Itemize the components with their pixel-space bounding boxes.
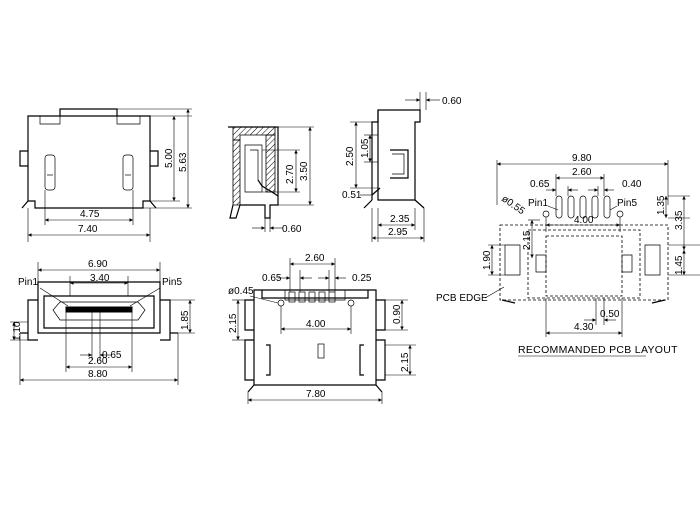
dim-7-80: 7.80 — [306, 389, 326, 400]
pcb-dim-0-40: 0.40 — [622, 179, 642, 190]
pcb-dim-1-90: 1.90 — [482, 250, 493, 270]
dim-2-50: 2.50 — [345, 146, 356, 166]
pcb-dim-3-35: 3.35 — [674, 210, 685, 230]
dim-0-60-top: 0.60 — [442, 96, 462, 107]
dim-phi-0-45: ø0.45 — [228, 286, 254, 297]
pcb-dim-2-60: 2.60 — [572, 167, 592, 178]
dim-4-00-bottom: 4.00 — [306, 319, 326, 330]
dim-2-15-right: 2.15 — [400, 352, 411, 372]
pcb-layout-view: 9.80 2.60 0.65 0.40 ø0.55 Pin1 Pin5 — [436, 153, 700, 357]
pcb-dim-0-65: 0.65 — [530, 179, 550, 190]
dim-3-40: 3.40 — [90, 273, 110, 284]
pcb-dim-9-80: 9.80 — [572, 153, 592, 164]
dim-2-60-bottom: 2.60 — [305, 253, 325, 264]
pcb-layout-title: RECOMMANDED PCB LAYOUT — [518, 344, 678, 356]
dim-7-40: 7.40 — [78, 224, 98, 235]
pcb-dim-0-50: 0.50 — [600, 309, 620, 320]
side-section-view: 2.70 3.50 0.60 — [228, 126, 314, 235]
front-view: 6.90 3.40 Pin1 Pin5 1.10 1.85 0.65 2.60 … — [10, 259, 195, 385]
dim-4-75: 4.75 — [80, 209, 100, 220]
dim-0-90: 0.90 — [392, 304, 403, 324]
dim-2-60-front: 2.60 — [88, 356, 108, 367]
dim-2-70: 2.70 — [285, 164, 296, 184]
dim-5-00: 5.00 — [164, 148, 175, 168]
dim-0-65-bottom: 0.65 — [262, 273, 282, 284]
dim-0-25: 0.25 — [352, 273, 372, 284]
dim-2-15-left: 2.15 — [228, 313, 239, 333]
dim-0-65: 0.65 — [102, 350, 122, 361]
pcb-dim-1-45: 1.45 — [674, 255, 685, 275]
dim-2-95: 2.95 — [388, 227, 408, 238]
top-view: 4.75 7.40 5.00 5.63 — [19, 108, 192, 242]
pcb-dim-1-35: 1.35 — [656, 195, 667, 215]
bottom-view: 2.60 0.65 0.25 ø0.45 4.00 2.15 0.90 2.15… — [228, 253, 416, 404]
pcb-label-pin5: Pin5 — [617, 198, 637, 209]
pcb-edge-label: PCB EDGE — [436, 293, 488, 304]
pcb-dim-4-30: 4.30 — [574, 322, 594, 333]
dim-0-51: 0.51 — [342, 190, 362, 201]
end-view: 0.60 2.50 1.05 0.51 2.35 2.95 — [342, 92, 462, 242]
label-pin5: Pin5 — [162, 277, 182, 288]
label-pin1: Pin1 — [18, 277, 38, 288]
dim-3-50: 3.50 — [299, 161, 310, 181]
dim-8-80: 8.80 — [88, 369, 108, 380]
dim-6-90: 6.90 — [88, 259, 108, 270]
dim-0-60: 0.60 — [282, 224, 302, 235]
pcb-dim-2-15: 2.15 — [522, 230, 533, 250]
pcb-label-pin1: Pin1 — [528, 198, 548, 209]
pcb-dim-4-00: 4.00 — [574, 215, 594, 226]
pcb-dim-phi-0-55: ø0.55 — [499, 193, 527, 217]
dim-2-35: 2.35 — [390, 214, 410, 225]
dim-1-85: 1.85 — [180, 310, 191, 330]
dim-5-63: 5.63 — [178, 152, 189, 172]
dim-1-10: 1.10 — [12, 321, 23, 341]
dim-1-05: 1.05 — [360, 138, 371, 158]
